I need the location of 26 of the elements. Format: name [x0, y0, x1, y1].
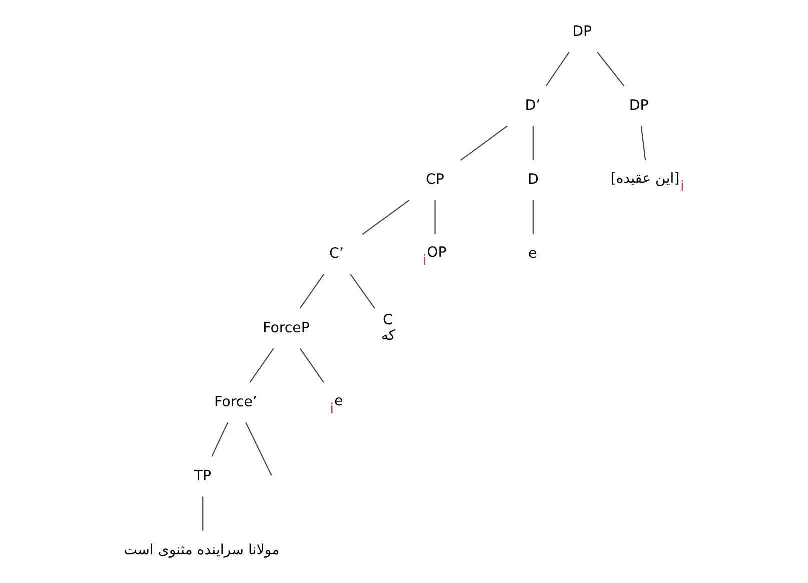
connector	[299, 274, 324, 309]
node-text: e	[528, 246, 537, 262]
node-text: ForceP	[262, 320, 310, 336]
node-text: DP	[572, 24, 592, 40]
node-text: TP	[194, 468, 212, 485]
node-text: Force’	[214, 394, 257, 410]
connector	[460, 126, 508, 161]
node-text: DP	[628, 98, 648, 114]
connector	[545, 52, 570, 86]
connector	[640, 126, 646, 160]
connector	[596, 52, 624, 86]
node-text: D’	[524, 98, 540, 114]
node-text: مولانا سراینده مثنوی است	[124, 542, 280, 559]
connector	[249, 348, 274, 383]
connector	[532, 126, 534, 160]
node-text: CP	[426, 172, 444, 188]
connector	[202, 496, 204, 531]
connector	[350, 274, 375, 309]
connector	[299, 348, 324, 383]
connector	[362, 200, 410, 236]
connector	[245, 422, 272, 476]
connector	[532, 200, 534, 234]
connector	[211, 422, 228, 457]
node-text: C’	[329, 246, 344, 262]
node-text: D	[527, 172, 538, 188]
connector	[434, 200, 436, 234]
